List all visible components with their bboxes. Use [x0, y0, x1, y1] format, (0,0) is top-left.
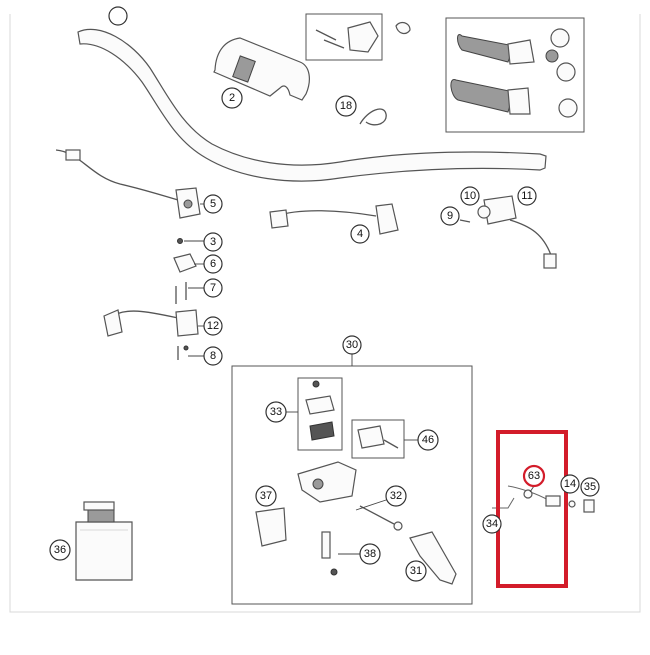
svg-text:33: 33: [270, 406, 282, 418]
hose-assembly: [492, 485, 595, 513]
callout-4: 4: [350, 224, 370, 244]
svg-text:35: 35: [584, 481, 596, 493]
svg-text:9: 9: [447, 210, 453, 222]
callout-37: 37: [255, 485, 277, 507]
cable-tie: [359, 108, 387, 126]
callout-partial-top: [108, 6, 128, 26]
highlight-box: [496, 430, 568, 588]
handlebar-pad: [213, 37, 310, 101]
svg-text:38: 38: [364, 548, 376, 560]
callout-2: 2: [221, 87, 243, 109]
callout-6: 6: [203, 254, 223, 274]
svg-text:8: 8: [210, 350, 216, 362]
handlebar: [77, 28, 547, 182]
callout-8: 8: [203, 346, 223, 366]
callout-12: 12: [203, 316, 223, 336]
callout-11: 11: [517, 186, 537, 206]
callout-3: 3: [203, 232, 223, 252]
svg-text:37: 37: [260, 490, 272, 502]
callout-35: 35: [580, 477, 600, 497]
callout-30: 30: [342, 335, 362, 355]
switch-4: [269, 203, 399, 235]
svg-text:11: 11: [521, 190, 532, 202]
svg-text:4: 4: [357, 228, 363, 240]
clamp-set: [305, 13, 383, 61]
lever-31: [409, 531, 457, 585]
pushrod-32: [359, 505, 403, 531]
callout-7: 7: [203, 278, 223, 298]
callout-63-highlighted: 63: [522, 464, 546, 488]
lever-pivot: [351, 419, 405, 459]
svg-text:36: 36: [54, 544, 66, 556]
switch-12: [103, 309, 199, 337]
svg-text:32: 32: [390, 490, 402, 502]
callout-10: 10: [460, 186, 480, 206]
callout-34: 34: [482, 514, 502, 534]
clamp-37: [255, 507, 287, 547]
svg-text:18: 18: [340, 100, 352, 112]
reservoir-cover-set: [297, 377, 343, 451]
svg-text:10: 10: [464, 190, 476, 202]
pin-38: [321, 531, 338, 576]
callout-38: 38: [359, 543, 381, 565]
screw-3: [177, 238, 183, 244]
bolt-8: [177, 345, 189, 360]
svg-text:14: 14: [564, 478, 576, 490]
svg-text:12: 12: [207, 320, 219, 332]
callout-9: 9: [440, 206, 460, 226]
callout-36: 36: [49, 539, 71, 561]
grips-inset: [445, 17, 585, 133]
svg-text:6: 6: [210, 258, 216, 270]
svg-text:46: 46: [422, 434, 434, 446]
callout-31: 31: [405, 560, 427, 582]
switch-11: [459, 195, 557, 269]
svg-text:34: 34: [486, 518, 498, 530]
sheet-border: [9, 14, 641, 613]
svg-text:63: 63: [528, 470, 540, 482]
kill-switch-assembly: [55, 149, 201, 219]
fluid-bottle: [75, 501, 133, 581]
callout-46: 46: [417, 429, 439, 451]
svg-text:5: 5: [210, 198, 216, 210]
small-plug: [395, 21, 411, 35]
bolt-7: [175, 282, 187, 304]
svg-text:7: 7: [210, 282, 216, 294]
callout-5: 5: [203, 194, 223, 214]
svg-text:30: 30: [346, 339, 358, 351]
svg-text:31: 31: [410, 565, 422, 577]
callout-33: 33: [265, 401, 287, 423]
callout-32: 32: [385, 485, 407, 507]
svg-text:3: 3: [210, 236, 216, 248]
bracket-6: [173, 253, 197, 273]
master-cylinder-body: [297, 461, 357, 503]
callout-18: 18: [335, 95, 357, 117]
callout-14: 14: [560, 474, 580, 494]
svg-text:2: 2: [229, 92, 235, 104]
